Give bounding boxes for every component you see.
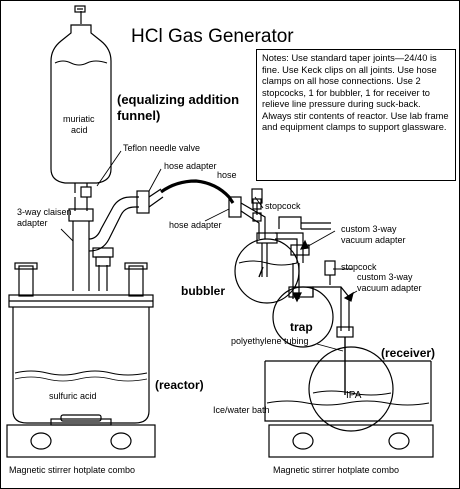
label-stirrer-right: Magnetic stirrer hotplate combo [273, 466, 399, 475]
label-ipa: IPA [346, 391, 361, 402]
label-custom-adapter-2a: custom 3-way [357, 273, 413, 282]
notes-box: Notes: Use standard taper joints—24/40 i… [256, 49, 456, 181]
label-stopcock-1: stopcock [265, 202, 301, 211]
label-hose-adapter-bottom: hose adapter [169, 221, 222, 230]
label-claisen-adapter: adapter [17, 219, 48, 228]
custom-vacuum-adapter-1 [279, 217, 331, 229]
trap-flask [273, 263, 333, 347]
label-muriatic: muriatic [63, 115, 95, 124]
label-bubbler: bubbler [181, 285, 225, 298]
label-reactor: (reactor) [155, 379, 204, 392]
hose-line [161, 181, 233, 203]
label-custom-adapter-2b: vacuum adapter [357, 284, 422, 293]
label-polyethylene-tubing: polyethylene tubing [231, 337, 309, 346]
stopcock-2 [325, 261, 335, 285]
label-funnel: funnel) [117, 109, 160, 123]
label-ice-water-bath: Ice/water bath [213, 406, 270, 415]
label-custom-adapter-1a: custom 3-way [341, 225, 397, 234]
hotplate-left [7, 419, 155, 457]
claisen-adapter [69, 189, 163, 291]
label-teflon-valve: Teflon needle valve [123, 144, 200, 153]
hotplate-right [269, 425, 433, 457]
label-acid: acid [71, 126, 88, 135]
label-receiver: (receiver) [381, 347, 435, 360]
page-title: HCl Gas Generator [131, 27, 294, 47]
label-sulfuric-acid: sulfuric acid [49, 392, 97, 401]
label-equalizing: (equalizing addition [117, 93, 239, 107]
addition-funnel [51, 6, 111, 211]
label-stirrer-left: Magnetic stirrer hotplate combo [9, 466, 135, 475]
label-hose-adapter-top: hose adapter [164, 162, 217, 171]
label-hose: hose [217, 171, 237, 180]
label-trap: trap [290, 321, 313, 334]
label-claisen: 3-way claisen [17, 208, 72, 217]
label-custom-adapter-1b: vacuum adapter [341, 236, 406, 245]
